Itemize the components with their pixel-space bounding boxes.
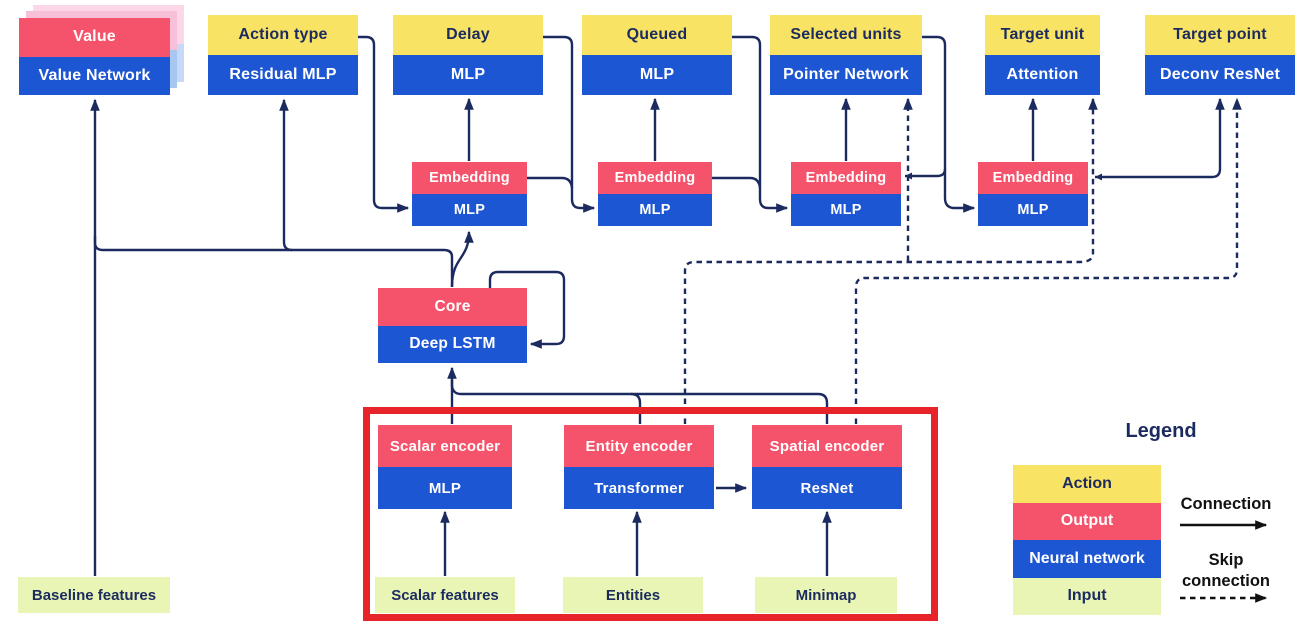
node-delay: Delay MLP — [393, 15, 543, 95]
node-scalar-encoder-network: MLP — [378, 467, 512, 509]
node-core: Core Deep LSTM — [378, 288, 527, 363]
node-embedding-1-label: Embedding — [412, 162, 527, 194]
node-embedding-3-network: MLP — [791, 194, 901, 226]
legend-item-action: Action — [1013, 465, 1161, 503]
node-delay-network: MLP — [393, 55, 543, 95]
node-action-type: Action type Residual MLP — [208, 15, 358, 95]
legend-item-input: Input — [1013, 577, 1161, 615]
legend-skip-connection-label: Skip connection — [1181, 551, 1270, 590]
node-scalar-encoder: Scalar encoder MLP — [378, 425, 512, 509]
node-entity-encoder-label: Entity encoder — [564, 425, 714, 467]
node-entity-encoder: Entity encoder Transformer — [564, 425, 714, 509]
edge-encoders-merge — [450, 380, 829, 424]
skip-spatial-to-target-point — [854, 97, 1242, 424]
node-spatial-encoder: Spatial encoder ResNet — [752, 425, 902, 509]
edge-core-branch-action-type — [279, 98, 293, 252]
node-embedding-4-network: MLP — [978, 194, 1088, 226]
node-target-point: Target point Deconv ResNet — [1145, 15, 1295, 95]
edge-embedding-4-to-target-point — [1095, 97, 1225, 181]
node-core-network: Deep LSTM — [378, 325, 527, 363]
node-embedding-1: Embedding MLP — [412, 162, 527, 226]
node-selected-units-network: Pointer Network — [770, 55, 922, 95]
input-minimap: Minimap — [755, 577, 897, 613]
node-target-unit-network: Attention — [985, 55, 1100, 95]
node-target-unit: Target unit Attention — [985, 15, 1100, 95]
legend-swatches: Action Output Neural network Input — [1013, 465, 1161, 615]
node-queued: Queued MLP — [582, 15, 732, 95]
node-action-type-label: Action type — [208, 15, 358, 55]
node-value-label: Value — [19, 18, 170, 57]
legend-item-output: Output — [1013, 502, 1161, 540]
node-target-point-label: Target point — [1145, 15, 1295, 55]
input-entities: Entities — [563, 577, 703, 613]
node-core-label: Core — [378, 288, 527, 326]
node-target-point-network: Deconv ResNet — [1145, 55, 1295, 95]
node-target-unit-label: Target unit — [985, 15, 1100, 55]
node-queued-network: MLP — [582, 55, 732, 95]
node-embedding-4-label: Embedding — [978, 162, 1088, 194]
edge-core-branch-left — [93, 236, 454, 287]
node-embedding-3: Embedding MLP — [791, 162, 901, 226]
node-embedding-1-network: MLP — [412, 194, 527, 226]
edge-embedding-2-merge — [712, 176, 762, 189]
node-embedding-3-label: Embedding — [791, 162, 901, 194]
node-spatial-encoder-label: Spatial encoder — [752, 425, 902, 467]
node-embedding-4: Embedding MLP — [978, 162, 1088, 226]
legend-title: Legend — [1125, 420, 1197, 442]
node-delay-label: Delay — [393, 15, 543, 55]
node-embedding-2-label: Embedding — [598, 162, 712, 194]
input-scalar-features: Scalar features — [375, 577, 515, 613]
node-spatial-encoder-network: ResNet — [752, 467, 902, 509]
node-value-network: Value Network — [19, 56, 170, 95]
node-action-type-network: Residual MLP — [208, 55, 358, 95]
node-value: Value Value Network — [19, 18, 170, 95]
node-selected-units: Selected units Pointer Network — [770, 15, 922, 95]
input-baseline-features: Baseline features — [18, 577, 170, 613]
node-embedding-2: Embedding MLP — [598, 162, 712, 226]
node-queued-label: Queued — [582, 15, 732, 55]
node-scalar-encoder-label: Scalar encoder — [378, 425, 512, 467]
skip-entity-to-target-unit — [683, 97, 1098, 424]
node-selected-units-label: Selected units — [770, 15, 922, 55]
node-entity-encoder-network: Transformer — [564, 467, 714, 509]
node-embedding-2-network: MLP — [598, 194, 712, 226]
edge-entity-encoder-merge — [630, 392, 642, 424]
edge-embedding-1-merge — [527, 176, 574, 189]
edge-core-to-embedding-1 — [450, 230, 474, 288]
legend-connection-label: Connection — [1180, 495, 1272, 513]
edge-selected-units-to-embedding-4 — [922, 35, 976, 213]
edge-selected-units-feedback-embedding-3 — [905, 168, 947, 180]
legend-item-neural-network: Neural network — [1013, 540, 1161, 578]
